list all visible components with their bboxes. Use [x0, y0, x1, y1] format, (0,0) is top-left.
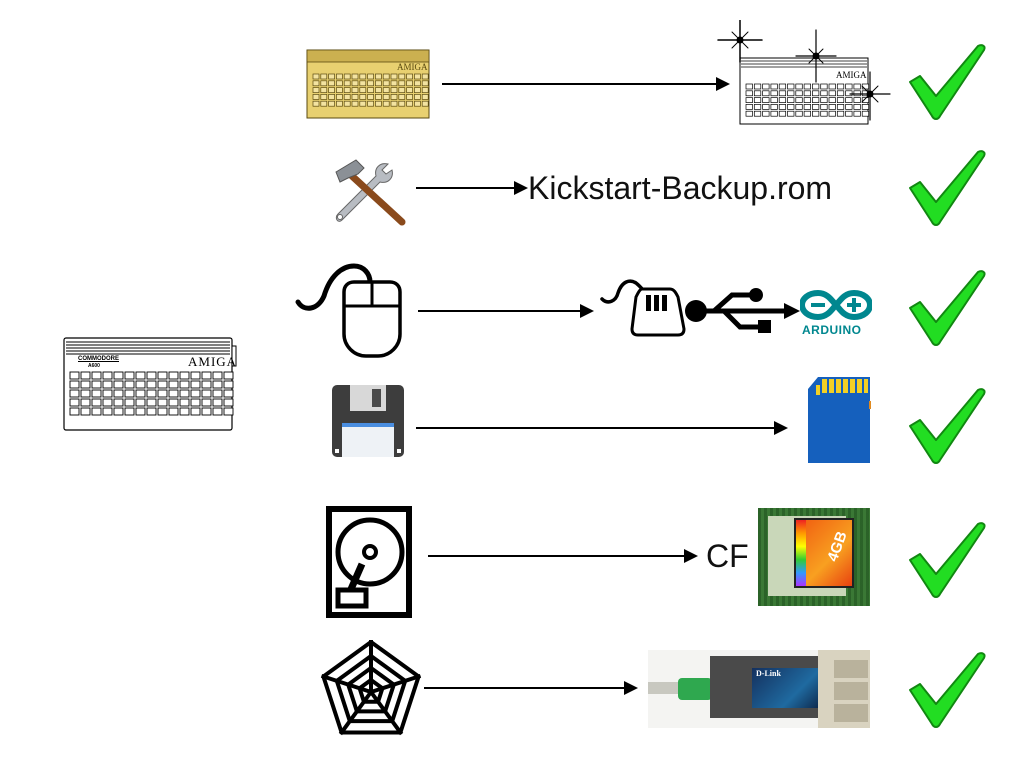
check-icon-harddisk	[906, 520, 988, 600]
arduino-logo: ARDUINO	[800, 287, 872, 339]
arrow-network	[424, 681, 638, 695]
source-model-text: A600	[88, 363, 100, 369]
floppy-disk-icon	[330, 383, 406, 459]
check-icon-network	[906, 650, 988, 730]
check-icon-mouse	[906, 268, 988, 348]
usb-icon	[684, 283, 800, 335]
row-harddisk: CF 4GB	[0, 500, 1024, 620]
yellow-brand-text: AMIGA	[397, 62, 428, 72]
arrow-harddisk	[428, 549, 698, 563]
sd-card-icon	[806, 375, 872, 465]
dlink-brand-text: D-Link	[756, 669, 781, 678]
row-kickstart: Kickstart-Backup.rom	[0, 150, 1024, 240]
mouse-icon	[294, 260, 406, 360]
spider-web-icon	[314, 634, 428, 742]
amiga-keyboard-icon	[63, 337, 237, 431]
row-floppy	[0, 375, 1024, 475]
kickstart-backup-label: Kickstart-Backup.rom	[528, 170, 833, 206]
check-icon-floppy	[906, 386, 988, 466]
arduino-text: ARDUINO	[802, 323, 862, 337]
yellowed-amiga-icon: AMIGA	[305, 48, 433, 120]
arrow-mouse	[418, 304, 594, 318]
amiga-600-source: COMMODORE A600 AMIGA	[58, 334, 238, 434]
check-icon-case	[906, 42, 988, 122]
clean-brand-text: AMIGA	[836, 70, 867, 80]
hard-disk-icon	[326, 506, 414, 618]
pcmcia-network-card-photo: D-Link	[648, 650, 870, 728]
arrow-case	[442, 77, 730, 91]
row-network: D-Link	[0, 630, 1024, 750]
clean-amiga-icon: AMIGA	[717, 20, 891, 130]
cf-capacity-text: 4GB	[824, 529, 851, 564]
arrow-kickstart	[416, 181, 528, 195]
hammer-wrench-icon	[328, 158, 408, 226]
arrow-floppy	[416, 421, 788, 435]
source-brand-text: AMIGA	[188, 354, 238, 369]
compactflash-photo: 4GB	[758, 508, 870, 606]
row-case: AMIGA AMIGA	[0, 20, 1024, 140]
usb-mouse-icon	[600, 275, 690, 339]
row-mouse: ARDUINO	[0, 255, 1024, 365]
sparkle-icon	[717, 20, 891, 121]
source-logo-text: COMMODORE	[78, 356, 119, 362]
check-icon-kickstart	[906, 148, 988, 228]
cf-label: CF	[706, 538, 749, 574]
